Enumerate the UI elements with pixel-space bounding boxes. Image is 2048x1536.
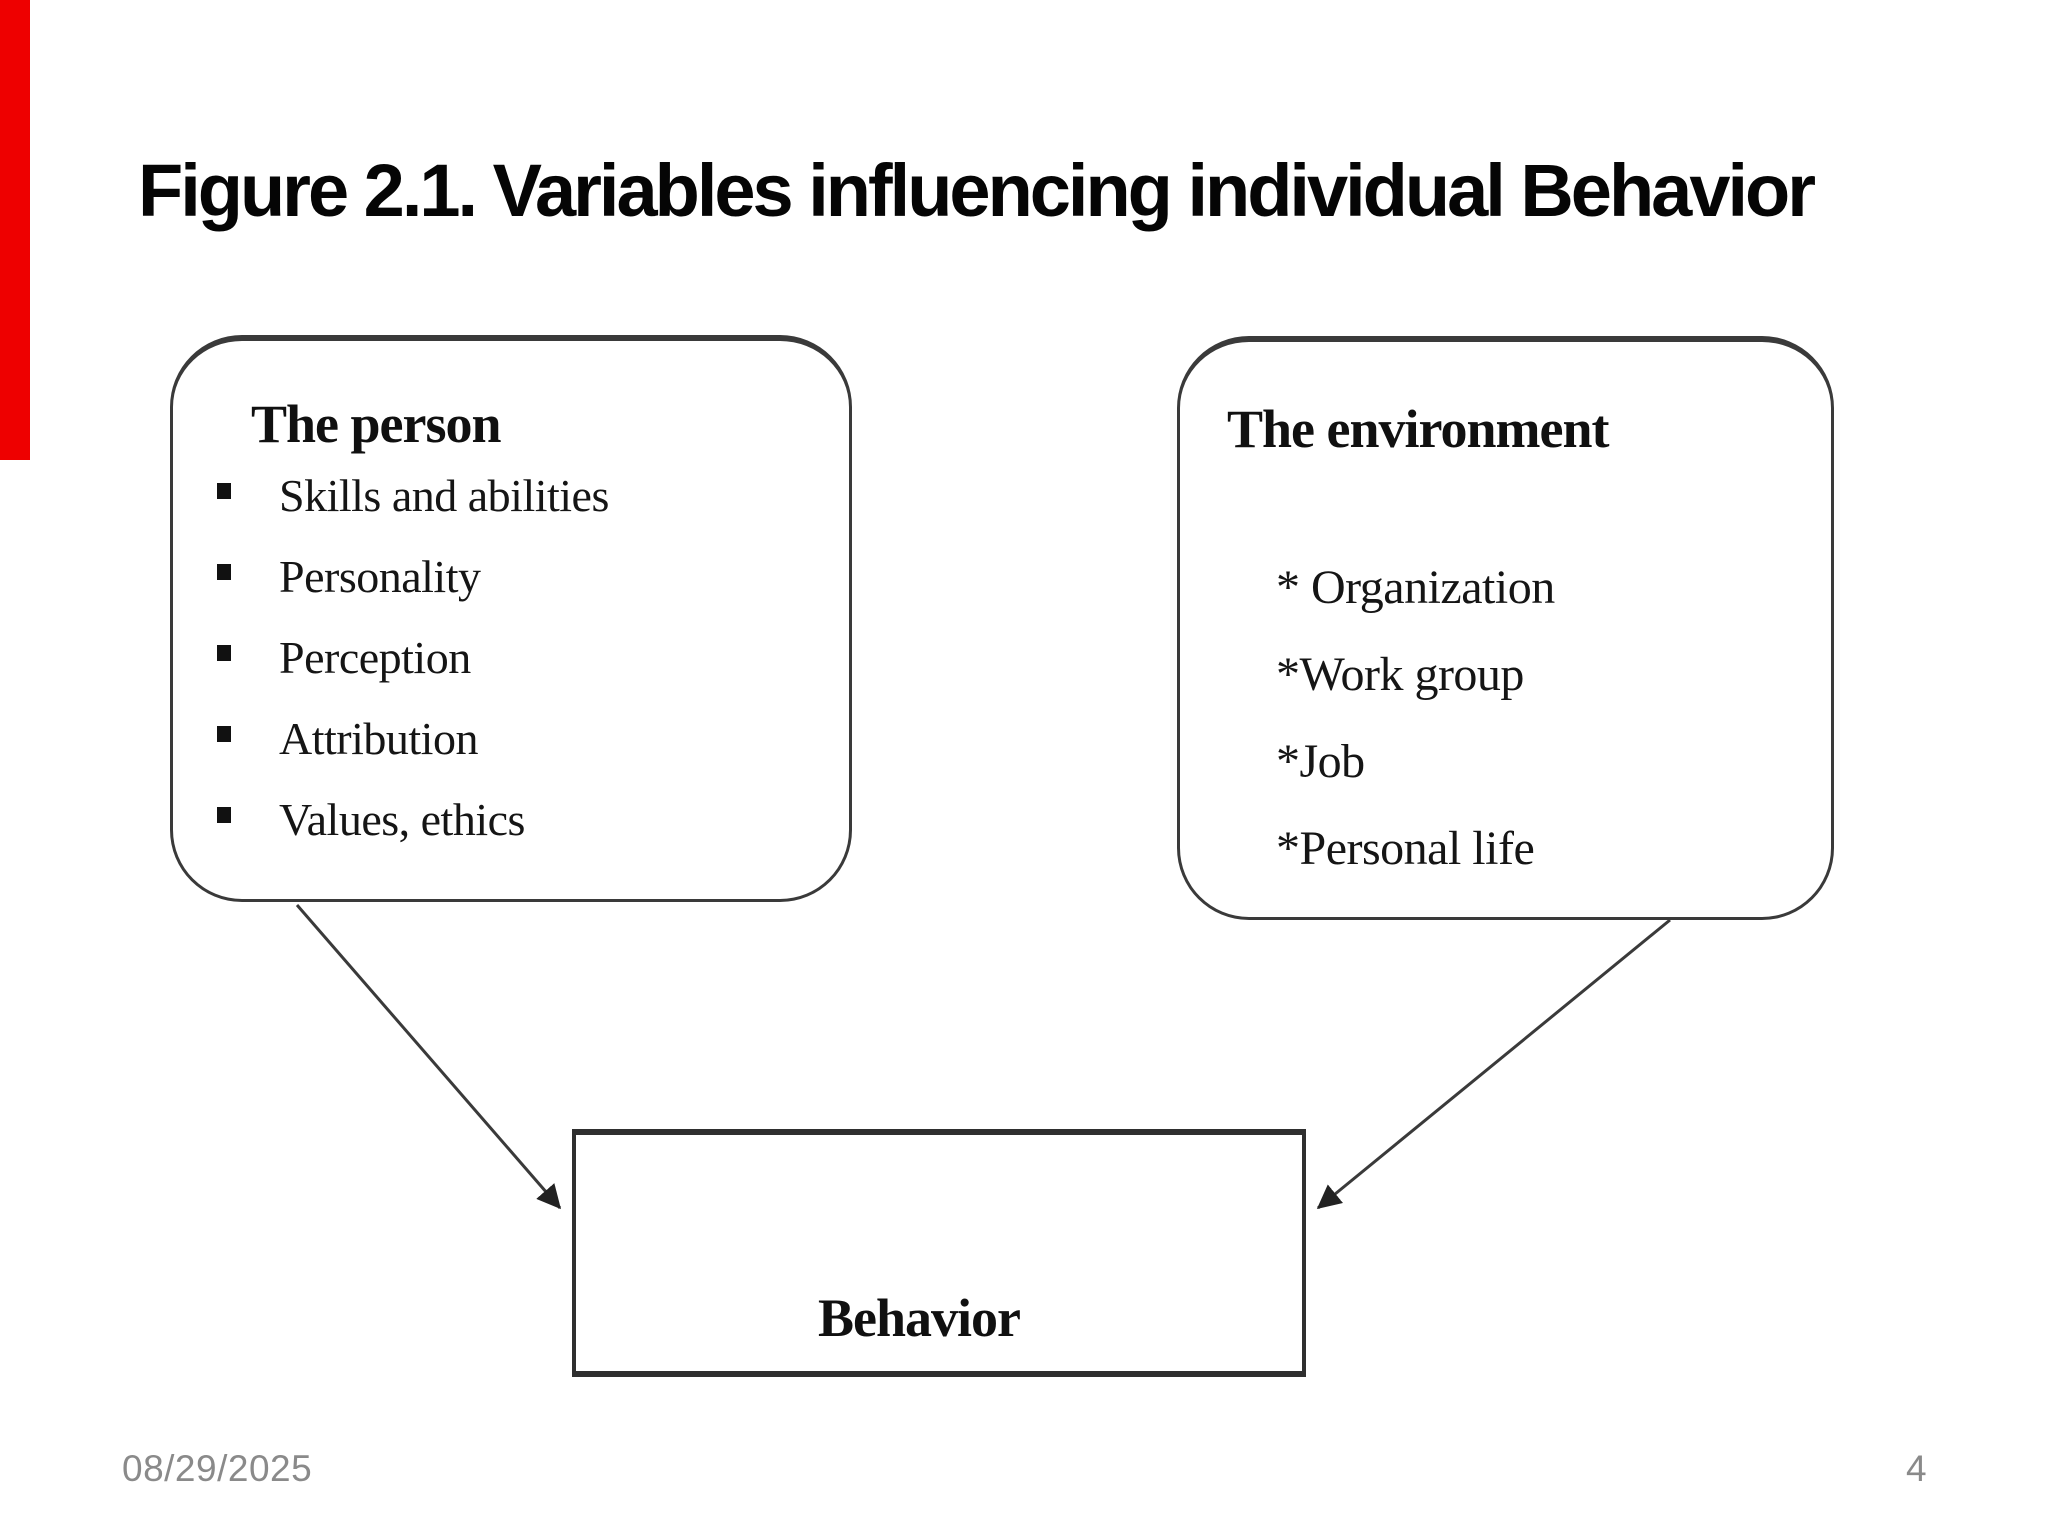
square-bullet-icon bbox=[217, 483, 231, 499]
list-item: Personality bbox=[173, 550, 849, 631]
list-item-label: Skills and abilities bbox=[279, 470, 609, 521]
list-item: Skills and abilities bbox=[173, 469, 849, 550]
person-item-list: Skills and abilities Personality Percept… bbox=[173, 469, 849, 874]
list-item-label: Perception bbox=[279, 632, 471, 683]
list-item-label: Values, ethics bbox=[279, 794, 525, 845]
person-box-title: The person bbox=[251, 394, 502, 454]
footer-date: 08/29/2025 bbox=[122, 1448, 313, 1489]
environment-box-title: The environment bbox=[1227, 399, 1610, 459]
list-item-label: Attribution bbox=[279, 713, 478, 764]
red-accent-bar bbox=[0, 0, 30, 460]
behavior-box-label: Behavior bbox=[818, 1288, 1021, 1348]
list-item: *Personal life bbox=[1276, 822, 1535, 875]
behavior-box: Behavior bbox=[572, 1129, 1306, 1377]
list-item: Attribution bbox=[173, 712, 849, 793]
list-item: * Organization bbox=[1276, 561, 1555, 614]
environment-item-list: * Organization *Work group *Job *Persona… bbox=[1180, 560, 1831, 908]
person-to-behavior-arrow bbox=[295, 904, 562, 1210]
list-item: *Job bbox=[1276, 735, 1365, 788]
environment-box: The environment * Organization *Work gro… bbox=[1177, 336, 1834, 920]
slide-title: Figure 2.1. Variables influencing indivi… bbox=[138, 149, 1816, 232]
square-bullet-icon bbox=[217, 645, 231, 661]
list-item: *Work group bbox=[1276, 648, 1524, 701]
square-bullet-icon bbox=[217, 726, 231, 742]
list-item: Perception bbox=[173, 631, 849, 712]
list-item-label: Personality bbox=[279, 551, 481, 602]
environment-to-behavior-arrow bbox=[1316, 918, 1671, 1210]
square-bullet-icon bbox=[217, 564, 231, 580]
page-number: 4 bbox=[1906, 1448, 1927, 1489]
square-bullet-icon bbox=[217, 807, 231, 823]
list-item: Values, ethics bbox=[173, 793, 849, 874]
person-box: The person Skills and abilities Personal… bbox=[170, 335, 852, 902]
